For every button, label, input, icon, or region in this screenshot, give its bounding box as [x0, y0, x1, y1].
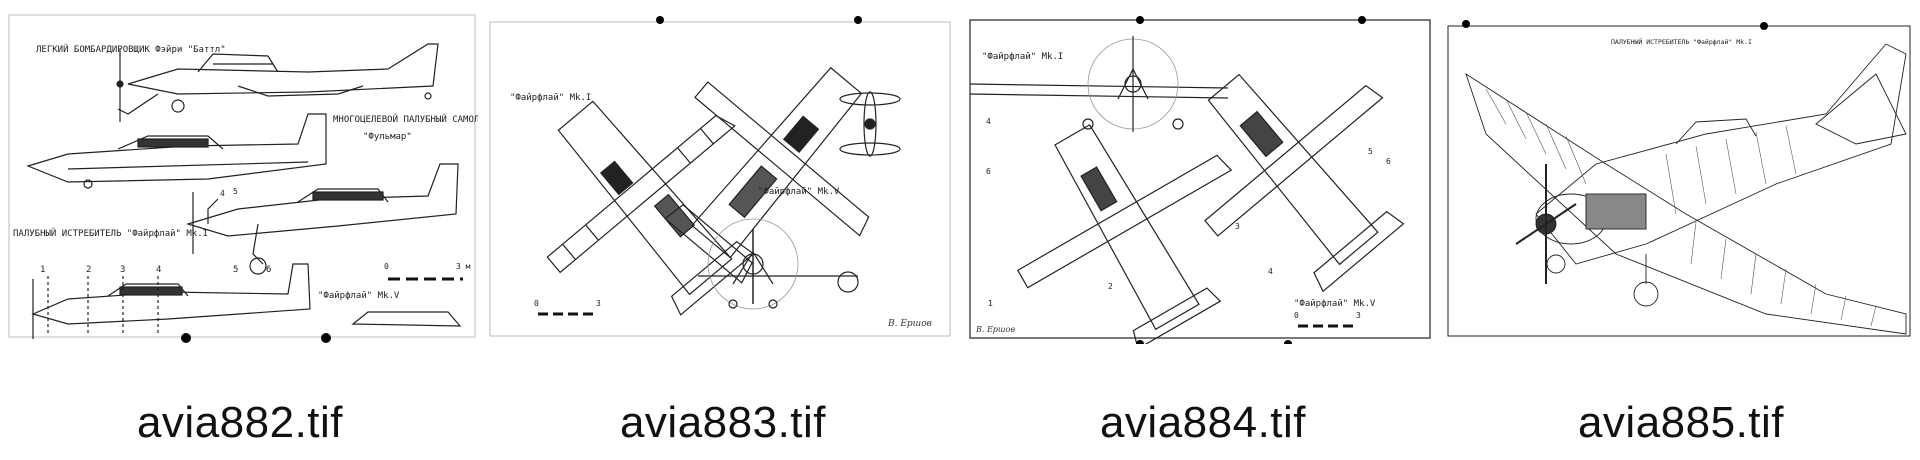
firefly-mk1-side: [185, 163, 459, 275]
firefly-cutaway: [1465, 43, 1907, 335]
svg-text:3: 3: [1356, 311, 1361, 320]
svg-text:3: 3: [120, 265, 125, 275]
thumbnail-avia882[interactable]: ЛЕГКИЙ БОМБАРДИРОВЩИК Фэйри "Баттл" МНОГ…: [8, 14, 478, 344]
svg-text:5: 5: [233, 265, 238, 275]
cutaway-title: ПАЛУБНЫЙ ИСТРЕБИТЕЛЬ "Файрфлай" Mk.I: [1611, 37, 1752, 46]
firefly-mk5-plan: [1204, 73, 1405, 293]
filename-label: avia885.tif: [1577, 398, 1785, 447]
fulmar-side: [26, 113, 327, 189]
svg-text:0: 0: [384, 262, 389, 271]
svg-text:6: 6: [266, 265, 271, 275]
svg-text:6: 6: [986, 167, 991, 176]
svg-text:3: 3: [1235, 222, 1240, 231]
caption-mk5: "Файрфлай" Mk.V: [1294, 299, 1376, 309]
svg-text:0: 0: [1294, 311, 1299, 320]
propeller-front-view: [839, 91, 901, 157]
filename-label: avia883.tif: [619, 398, 827, 447]
svg-text:3 м: 3 м: [456, 262, 471, 271]
scale-bar: 0 3: [1294, 311, 1361, 328]
caption-firefly-mk5: "Файрфлай" Mk.V: [318, 291, 400, 301]
caption-firefly-mk1: ПАЛУБНЫЙ ИСТРЕБИТЕЛЬ "Файрфлай" Mk.I: [13, 227, 208, 239]
firefly-front-view: [698, 218, 859, 310]
drawing-plan-views-mk5: "Файрфлай" Mk.I: [969, 16, 1431, 344]
caption-mk1: "Файрфлай" Mk.I: [982, 52, 1063, 62]
thumbnail-avia885[interactable]: ПАЛУБНЫЙ ИСТРЕБИТЕЛЬ "Файрфлай" Mk.I: [1446, 14, 1916, 344]
artist-signature: В. Ершов: [887, 319, 932, 329]
svg-text:2: 2: [86, 265, 91, 275]
svg-text:4: 4: [156, 265, 161, 275]
scale-bar: 0 3: [534, 299, 601, 316]
thumbnail-avia883[interactable]: "Файрфлай" Mk.I: [488, 14, 958, 344]
filename-label: avia884.tif: [1099, 398, 1307, 447]
station-4b: 4: [220, 189, 225, 198]
firefly-mk5-plan: [664, 66, 870, 284]
station-numbers: 4 6 5 6 3 4 1 2: [986, 117, 1391, 308]
svg-text:1: 1: [40, 265, 45, 275]
caption-battle: ЛЕГКИЙ БОМБАРДИРОВЩИК Фэйри "Баттл": [36, 43, 226, 55]
firefly-front-view: [969, 36, 1229, 132]
drawing-cutaway: ПАЛУБНЫЙ ИСТРЕБИТЕЛЬ "Файрфлай" Mk.I: [1447, 20, 1911, 337]
caption-fulmar-2: "Фульмар": [363, 132, 412, 142]
battle-bomber-side: [116, 43, 439, 122]
svg-text:6: 6: [1386, 157, 1391, 166]
svg-text:3: 3: [596, 299, 601, 308]
firefly-mk1-plan: [546, 100, 755, 316]
caption-fulmar-1: МНОГОЦЕЛЕВОЙ ПАЛУБНЫЙ САМОЛЕТ: [333, 113, 478, 125]
caption-mk1: "Файрфлай" Mk.I: [510, 93, 591, 103]
thumbnail-avia884[interactable]: "Файрфлай" Mk.I: [968, 14, 1438, 344]
caption-mk5: "Файрфлай" Mk.V: [758, 187, 840, 197]
station-numbers: 1 2 3 4 5 6: [40, 265, 271, 275]
register-dot: [321, 333, 331, 343]
svg-text:0: 0: [534, 299, 539, 308]
firefly-mk5-side: [31, 263, 462, 339]
register-dot: [181, 333, 191, 343]
drawing-plan-views: "Файрфлай" Mk.I: [489, 16, 951, 337]
scale-bar: 0 3 м: [384, 262, 471, 281]
svg-text:5: 5: [1368, 147, 1373, 156]
svg-text:4: 4: [986, 117, 991, 126]
drawing-side-views: ЛЕГКИЙ БОМБАРДИРОВЩИК Фэйри "Баттл" МНОГ…: [8, 14, 478, 343]
station-5b: 5: [233, 187, 238, 196]
svg-text:2: 2: [1108, 282, 1113, 291]
filename-label: avia882.tif: [136, 398, 344, 447]
artist-signature: В. Ершов: [975, 325, 1015, 334]
svg-text:4: 4: [1268, 267, 1273, 276]
svg-text:1: 1: [988, 299, 993, 308]
